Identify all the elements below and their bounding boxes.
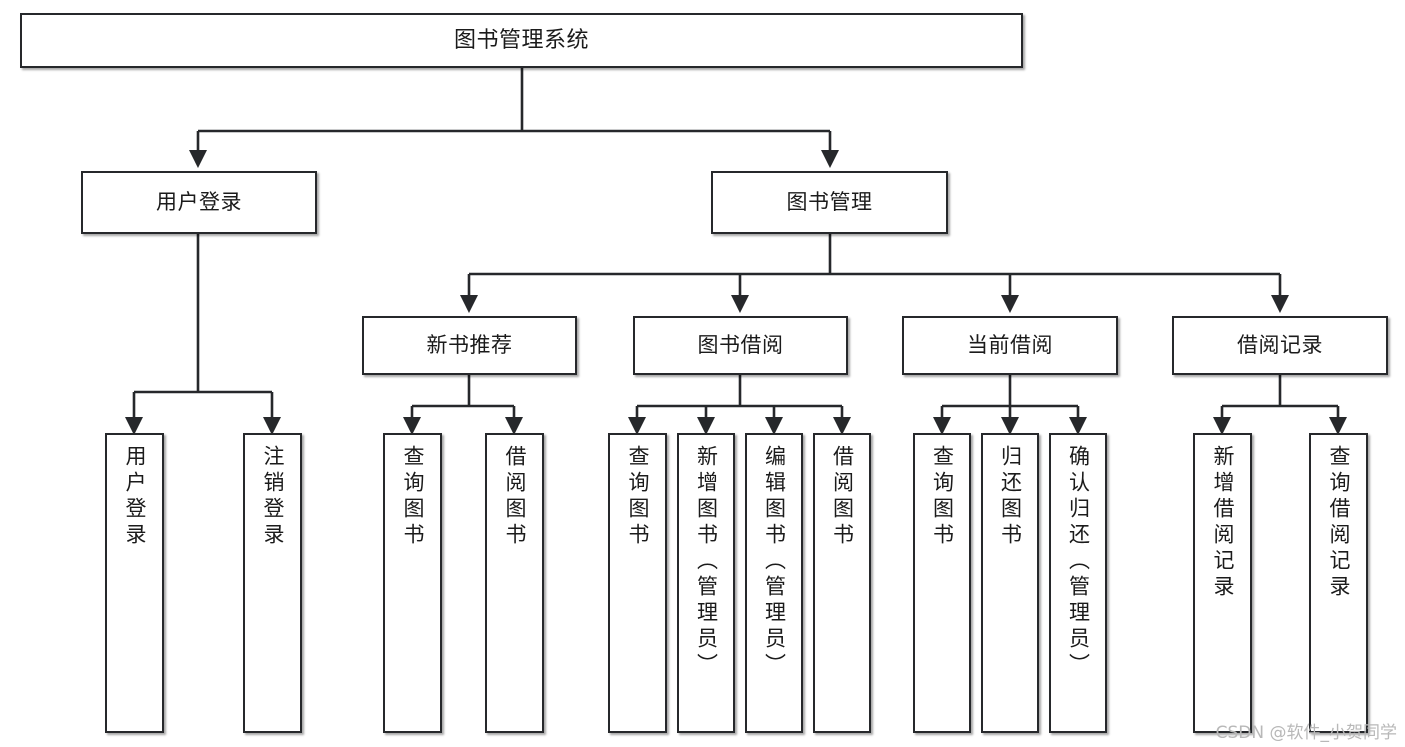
node-new-book-recommend[interactable]: 新书推荐 [362,316,577,375]
node-leaf-query-record[interactable]: 查询借阅记录 [1309,433,1368,733]
node-leaf-query-book-1[interactable]: 查询图书 [383,433,442,733]
node-root-label: 图书管理系统 [453,27,589,53]
node-book-management-label: 图书管理 [786,190,873,215]
node-leaf-confirm-return[interactable]: 确认归还（管理员） [1049,433,1107,733]
node-leaf-query-book-1-label: 查询图书 [401,445,425,549]
csdn-watermark: CSDN @软件_小贺同学 [1215,723,1397,743]
node-leaf-return-book[interactable]: 归还图书 [981,433,1039,733]
node-leaf-query-book-3-label: 查询图书 [930,445,955,549]
node-leaf-user-login[interactable]: 用户登录 [105,433,164,733]
node-user-login-label: 用户登录 [156,190,242,215]
node-leaf-query-record-label: 查询借阅记录 [1327,445,1351,601]
node-leaf-add-record-label: 新增借阅记录 [1211,445,1235,601]
node-leaf-borrow-book-2-label: 借阅图书 [830,445,855,549]
node-leaf-confirm-return-label: 确认归还（管理员） [1066,445,1091,679]
node-current-borrow-label: 当前借阅 [967,333,1053,358]
node-borrow-record[interactable]: 借阅记录 [1172,316,1388,375]
node-leaf-user-login-label: 用户登录 [123,445,147,549]
node-leaf-return-book-label: 归还图书 [998,445,1023,549]
node-leaf-borrow-book-1-label: 借阅图书 [503,445,527,549]
node-leaf-edit-book-label: 编辑图书（管理员） [762,445,787,679]
node-leaf-add-book-label: 新增图书（管理员） [694,445,719,679]
node-leaf-query-book-2[interactable]: 查询图书 [608,433,667,733]
node-current-borrow[interactable]: 当前借阅 [902,316,1118,375]
node-leaf-edit-book[interactable]: 编辑图书（管理员） [745,433,803,733]
node-leaf-logout-login[interactable]: 注销登录 [243,433,302,733]
node-borrow-record-label: 借阅记录 [1237,333,1323,358]
node-user-login[interactable]: 用户登录 [81,171,317,234]
node-book-borrow-label: 图书借阅 [697,333,784,358]
node-leaf-add-book[interactable]: 新增图书（管理员） [677,433,735,733]
node-leaf-borrow-book-1[interactable]: 借阅图书 [485,433,544,733]
node-leaf-query-book-2-label: 查询图书 [626,445,650,549]
node-leaf-query-book-3[interactable]: 查询图书 [913,433,971,733]
node-new-book-recommend-label: 新书推荐 [426,333,513,358]
node-leaf-add-record[interactable]: 新增借阅记录 [1193,433,1252,733]
node-root[interactable]: 图书管理系统 [20,13,1023,68]
node-leaf-borrow-book-2[interactable]: 借阅图书 [813,433,871,733]
node-book-borrow[interactable]: 图书借阅 [633,316,848,375]
node-leaf-logout-login-label: 注销登录 [261,445,285,549]
node-book-management[interactable]: 图书管理 [711,171,948,234]
